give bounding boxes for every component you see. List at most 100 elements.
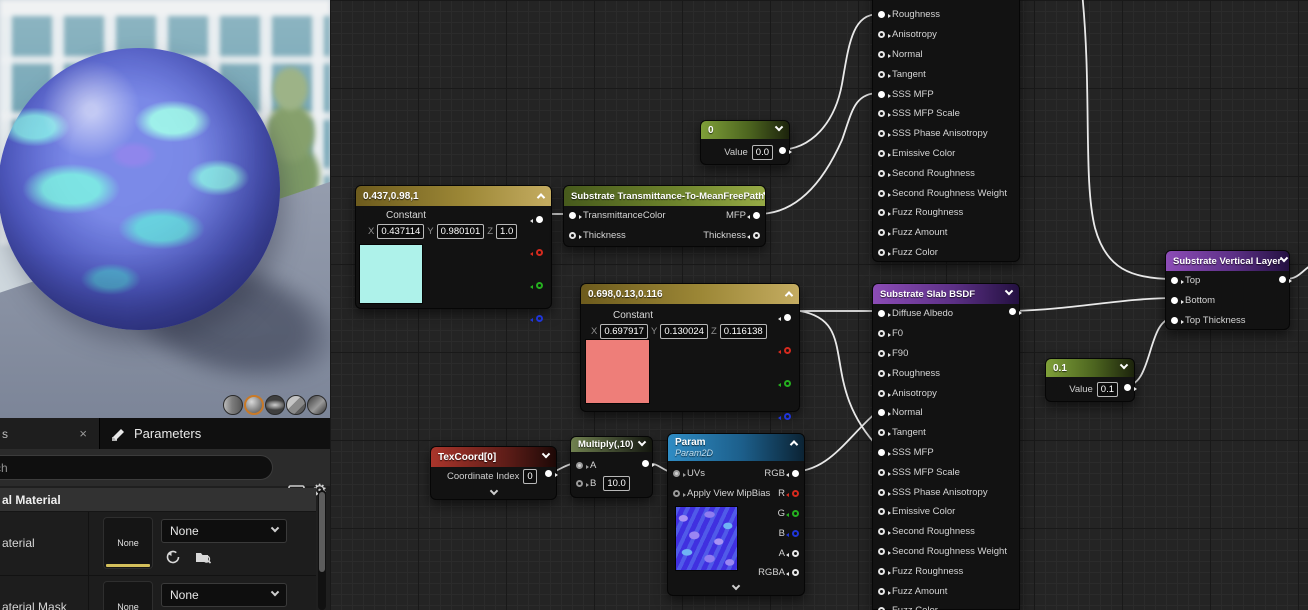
transmittancecolor-pin[interactable] <box>569 212 582 220</box>
constant-point1-node[interactable]: 0.1 Value 0.1 <box>1045 358 1137 402</box>
roughness-pin[interactable] <box>878 369 891 377</box>
fuzz-amount-pin[interactable] <box>878 587 891 595</box>
texcoord-node[interactable]: TexCoord[0] Coordinate Index 0 <box>430 446 558 500</box>
expand-chevron-icon[interactable] <box>489 486 498 496</box>
value-pin[interactable] <box>784 412 791 420</box>
second-roughness-weight-pin[interactable] <box>878 189 891 197</box>
search-input[interactable]: rch <box>0 455 273 480</box>
anisotropy-pin[interactable] <box>878 389 891 397</box>
fuzz-amount-pin[interactable] <box>878 229 891 237</box>
node-header[interactable]: 0 <box>701 121 789 139</box>
chevron-down-icon[interactable] <box>1119 360 1129 370</box>
chevron-down-icon[interactable] <box>774 122 784 132</box>
top-thickness-pin[interactable] <box>1171 316 1184 324</box>
chevron-up-icon[interactable] <box>784 291 794 300</box>
tangent-pin[interactable] <box>878 429 891 437</box>
value-pin[interactable] <box>536 314 543 322</box>
node-header[interactable]: 0.698,0.13,0.116 <box>581 284 799 304</box>
normal-pin[interactable] <box>878 50 891 58</box>
sss-phase-anisotropy-pin[interactable] <box>878 488 891 496</box>
output-pin[interactable] <box>779 147 792 154</box>
value-pin[interactable] <box>784 314 791 322</box>
y-value-field[interactable]: 0.980101 <box>436 224 485 239</box>
node-header[interactable]: Param Param2D <box>668 434 804 461</box>
node-header[interactable]: Multiply(,10) <box>571 437 652 452</box>
coordinate-index-field[interactable]: 0 <box>523 469 537 484</box>
cube-preview-button[interactable] <box>286 395 306 415</box>
tangent-pin[interactable] <box>878 70 891 78</box>
value-pin[interactable] <box>784 379 791 387</box>
custom-mesh-preview-button[interactable] <box>307 395 327 415</box>
output-pin[interactable] <box>642 460 655 467</box>
multiply-node[interactable]: Multiply(,10) A B 10.0 <box>570 436 655 498</box>
thickness-pin[interactable] <box>569 232 582 240</box>
output-pin[interactable] <box>1009 308 1022 315</box>
top-pin[interactable] <box>1171 277 1184 285</box>
chevron-up-icon[interactable] <box>536 193 546 202</box>
asset-dropdown[interactable]: None <box>161 583 287 607</box>
sss-mfp-pin[interactable] <box>878 448 891 456</box>
value-pin[interactable] <box>536 249 543 257</box>
fuzz-color-pin[interactable] <box>878 607 885 610</box>
node-header[interactable]: 0.1 <box>1046 359 1134 377</box>
chevron-down-icon[interactable] <box>637 437 647 446</box>
f0-pin[interactable] <box>878 330 891 338</box>
material-preview-viewport[interactable] <box>0 0 330 418</box>
constant-zero-node[interactable]: 0 Value 0.0 <box>700 120 792 165</box>
category-header[interactable]: al Material <box>0 488 316 512</box>
second-roughness-pin[interactable] <box>878 528 891 536</box>
node-header[interactable]: 0.437,0.98,1 <box>356 186 551 206</box>
chevron-down-icon[interactable] <box>541 449 551 459</box>
roughness-pin[interactable] <box>878 11 891 19</box>
b-pin[interactable] <box>792 529 799 537</box>
sss-phase-anisotropy-pin[interactable] <box>878 130 891 138</box>
f90-pin[interactable] <box>878 349 891 357</box>
chevron-down-icon[interactable] <box>1280 253 1289 263</box>
z-value-field[interactable]: 0.116138 <box>719 324 767 339</box>
panel-scrollbar[interactable] <box>318 490 326 610</box>
input-pin-a[interactable] <box>576 461 589 469</box>
material-node-graph[interactable]: 0.437,0.98,1 Constant X 0.437114 Y 0.980… <box>330 0 1308 610</box>
node-header[interactable]: Substrate Vertical Layer <box>1166 251 1289 271</box>
normal-pin[interactable] <box>878 409 891 417</box>
cylinder-preview-button[interactable] <box>223 395 243 415</box>
second-roughness-weight-pin[interactable] <box>878 547 891 555</box>
value-pin[interactable] <box>536 216 543 224</box>
mfp-pin[interactable] <box>753 212 760 220</box>
tab-parameters[interactable]: Parameters <box>100 418 330 449</box>
value-field[interactable]: 0.1 <box>1096 382 1118 397</box>
value-pin[interactable] <box>784 347 791 355</box>
emissive-color-pin[interactable] <box>878 149 891 157</box>
a-pin[interactable] <box>792 549 799 557</box>
constant-node-1[interactable]: 0.437,0.98,1 Constant X 0.437114 Y 0.980… <box>355 185 552 322</box>
bottom-pin[interactable] <box>1171 297 1184 305</box>
emissive-color-pin[interactable] <box>878 508 891 516</box>
chevron-down-icon[interactable] <box>1004 286 1014 296</box>
y-value-field[interactable]: 0.130024 <box>660 324 708 339</box>
browse-to-asset-icon[interactable] <box>195 550 211 564</box>
value-field[interactable]: 0.0 <box>751 145 773 160</box>
tab-details[interactable]: s × <box>0 418 100 449</box>
close-icon[interactable]: × <box>79 426 87 441</box>
output-pin[interactable] <box>1279 276 1292 283</box>
fuzz-roughness-pin[interactable] <box>878 567 891 575</box>
expand-chevron-icon[interactable] <box>731 581 741 591</box>
sss-mfp-scale-pin[interactable] <box>878 468 891 476</box>
node-header[interactable]: Substrate Transmittance-To-MeanFreePath <box>564 186 765 206</box>
thickness-pin[interactable] <box>753 232 760 240</box>
asset-thumbnail[interactable]: None <box>103 517 153 569</box>
z-value-field[interactable]: 1.0 <box>496 224 518 239</box>
sss-mfp-scale-pin[interactable] <box>878 110 891 118</box>
apply-view-mipbias-pin[interactable] <box>673 490 686 498</box>
node-header[interactable]: Substrate Slab BSDF <box>873 284 1019 304</box>
scrollbar-thumb[interactable] <box>319 492 325 572</box>
value-pin[interactable] <box>536 281 543 289</box>
r-pin[interactable] <box>792 490 799 498</box>
g-pin[interactable] <box>792 509 799 517</box>
uvs-pin[interactable] <box>673 470 686 478</box>
diffuse-albedo-pin[interactable] <box>878 310 891 318</box>
b-value-field[interactable]: 10.0 <box>603 475 630 491</box>
